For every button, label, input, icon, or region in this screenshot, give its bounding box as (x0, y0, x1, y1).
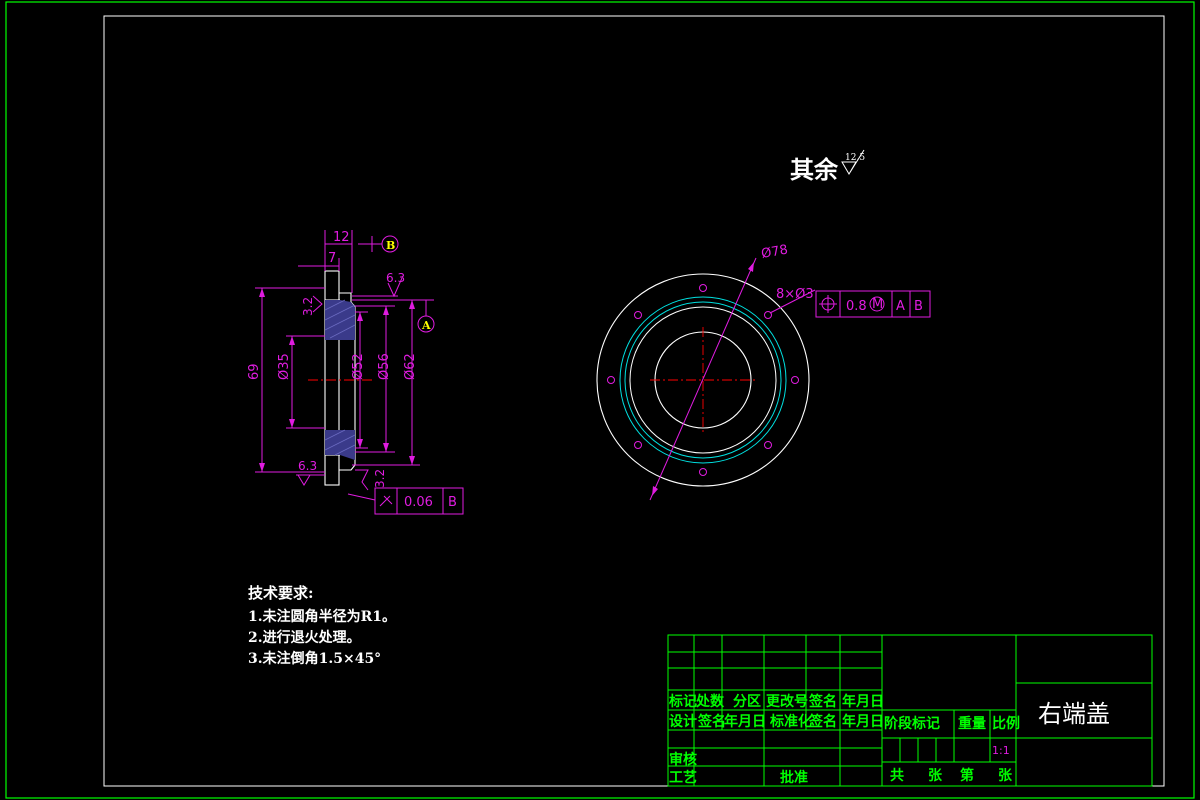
holes-label: 8×Ø3 (776, 287, 814, 302)
position-datum-1: A (896, 299, 905, 314)
dim-78: Ø78 (760, 243, 789, 262)
tb-sign-3: 签名 (808, 713, 837, 730)
roughness-bottom: 6.3 (296, 459, 325, 486)
tb-sheet-no-unit: 张 (998, 768, 1013, 784)
tolerance-frame-front: 0.8 M A B (815, 290, 931, 318)
tolerance-datum-side: B (448, 495, 457, 510)
groove-inner (629, 306, 777, 454)
roughness-top-value: 6.3 (386, 271, 405, 285)
tb-scale-value: 1:1 (992, 744, 1010, 757)
tech-item-3: 3.未注倒角1.5×45° (248, 650, 381, 667)
datum-b-flag: B (358, 235, 399, 253)
tb-change-no: 更改号 (766, 693, 808, 710)
tb-zone: 分区 (733, 694, 761, 710)
outer-frame (5, 1, 1195, 799)
holes-leader: 8×Ø3 (769, 287, 816, 314)
tech-title: 技术要求: (248, 584, 314, 602)
position-value: 0.8 (846, 299, 867, 314)
tech-item-2: 2.进行退火处理。 (248, 629, 361, 646)
tb-sheets-total-unit: 张 (928, 768, 943, 784)
tb-count: 处数 (695, 693, 725, 710)
dim-78-leader: Ø78 (649, 243, 789, 501)
tb-date-2: 年月日 (724, 713, 766, 730)
dim-arrowheads (259, 288, 415, 472)
dim-width-total: 12 (333, 230, 350, 245)
title-block-grid (667, 634, 1153, 787)
datum-a-label: A (421, 319, 431, 332)
tb-sheets: 共 张 第 张 (890, 767, 1013, 784)
position-modifier: M (872, 297, 883, 312)
roughness-bore: 3.2 (355, 469, 387, 491)
tb-mark: 标记 (668, 693, 697, 710)
groove-outer (619, 296, 787, 464)
tb-part-name: 右端盖 (1038, 700, 1110, 728)
datum-b-label: B (386, 239, 395, 252)
title-block-row1: 标记 处数 分区 更改号 签名 年月日 (668, 693, 884, 710)
tb-date-1: 年月日 (842, 693, 884, 710)
dim-width-flange: 7 (328, 251, 336, 266)
tolerance-frame-side: 0.06 B (347, 487, 464, 515)
dim-vertical-lines (255, 287, 420, 473)
dim-56: Ø56 (377, 353, 392, 380)
roughness-note-label: 其余 (790, 155, 839, 184)
dim-69: 69 (247, 363, 262, 380)
title-block-row2: 设计 签名 年月日 标准化 签名 年月日 (669, 713, 884, 730)
groove-mid (624, 301, 782, 459)
tb-weight: 重量 (958, 715, 986, 732)
tb-stage: 阶段标记 (884, 715, 940, 732)
title-block: 标记 处数 分区 更改号 签名 年月日 设计 签名 年月日 标准化 签名 年月日… (667, 634, 1153, 787)
outer-circle (596, 273, 810, 487)
dim-52: Ø52 (351, 353, 366, 380)
tb-review: 审核 (669, 751, 697, 768)
tb-process: 工艺 (669, 769, 697, 786)
roughness-top: 6.3 (352, 271, 405, 298)
roughness-face: 3.2 (301, 295, 323, 316)
roughness-bore-value: 3.2 (373, 469, 387, 488)
roughness-bottom-value: 6.3 (298, 459, 317, 473)
tb-standard: 标准化 (769, 713, 812, 730)
dim-62: Ø62 (403, 353, 418, 380)
dim-35: Ø35 (277, 353, 292, 380)
front-view: Ø78 8×Ø3 0.8 M A B (596, 243, 931, 501)
roughness-face-value: 3.2 (301, 297, 315, 316)
tech-requirements: 技术要求: 1.未注圆角半径为R1。 2.进行退火处理。 3.未注倒角1.5×4… (248, 584, 396, 667)
side-view-hatch-lines (324, 299, 356, 456)
side-view: 12 7 B 6.3 3.2 6.3 3.2 (247, 230, 464, 515)
tb-design: 设计 (669, 713, 697, 730)
bolt-holes (607, 284, 799, 476)
tb-sign-1: 签名 (808, 693, 837, 710)
side-view-hatch (325, 300, 355, 460)
datum-a-flag: A (417, 299, 435, 333)
roughness-note: 其余 12.5 (790, 149, 865, 184)
position-datum-2: B (914, 299, 923, 314)
tolerance-value-side: 0.06 (404, 495, 433, 510)
tb-approve: 批准 (780, 769, 808, 786)
dim-width (298, 230, 353, 293)
roughness-note-value: 12.5 (845, 153, 865, 163)
roughness-note-symbol (841, 149, 865, 175)
tb-sign-2: 签名 (697, 713, 726, 730)
tech-item-1: 1.未注圆角半径为R1。 (248, 608, 396, 625)
tb-sheets-total-label: 共 (890, 767, 904, 784)
tb-date-3: 年月日 (842, 713, 884, 730)
tb-sheet-no-label: 第 (960, 767, 974, 784)
tb-scale: 比例 (992, 715, 1020, 732)
inner-frame (103, 15, 1165, 787)
